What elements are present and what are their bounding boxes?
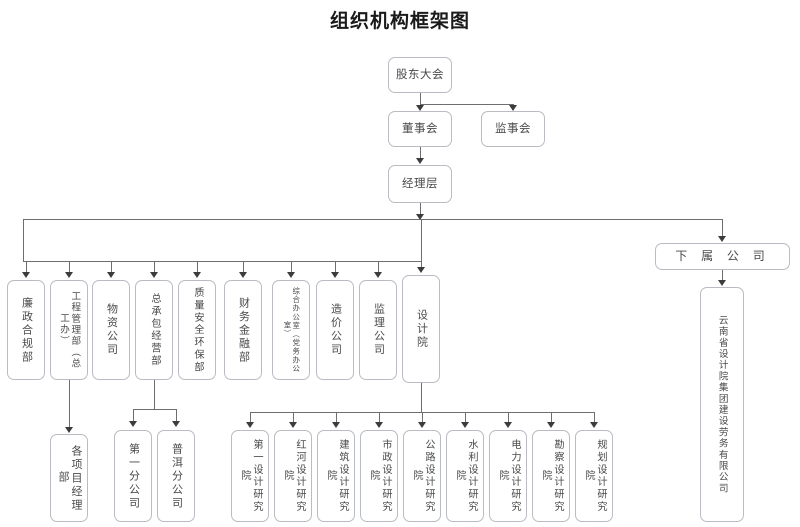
box-contracting-child-0[interactable]: 第一分公司	[114, 430, 152, 522]
connector-management-trunk	[420, 203, 421, 219]
stub-department-9	[421, 261, 422, 269]
stub-design-child-4	[422, 412, 423, 424]
arrow-department-9	[417, 267, 425, 273]
arrow-design-child-2	[332, 422, 340, 428]
box-design-child-5[interactable]: 水利设计研究院	[446, 430, 484, 522]
box-department-6[interactable]: 综合办公室（党务办公室）	[272, 280, 310, 380]
arrow-design-child-8	[590, 422, 598, 428]
arrow-design-child-4	[418, 422, 426, 428]
box-management-layer[interactable]: 经理层	[388, 165, 452, 203]
box-design-child-2[interactable]: 建筑设计研究院	[317, 430, 355, 522]
box-department-8[interactable]: 监理公司	[359, 280, 397, 380]
box-department-2[interactable]: 物资公司	[92, 280, 130, 380]
arrow-department-2	[107, 272, 115, 278]
connector-engineering-to-child	[69, 380, 70, 428]
stub-contracting-child-0	[133, 409, 134, 423]
stub-department-7	[335, 261, 336, 274]
arrow-to-supervisors	[509, 105, 517, 111]
arrow-design-child-7	[547, 422, 555, 428]
arrow-department-1	[65, 272, 73, 278]
arrow-to-board	[416, 105, 424, 111]
stub-design-child-3	[379, 412, 380, 424]
arrow-department-7	[331, 272, 339, 278]
box-contracting-child-1[interactable]: 普洱分公司	[157, 430, 195, 522]
box-subsidiary-company-0[interactable]: 云南省设计院集团建设劳务有限公司	[700, 287, 744, 522]
arrow-department-5	[239, 272, 247, 278]
arrow-design-child-3	[375, 422, 383, 428]
connector-contracting-trunk	[154, 380, 155, 409]
stub-design-child-2	[336, 412, 337, 424]
stub-department-1	[69, 261, 70, 274]
box-engineering-child-0[interactable]: 各项目经理部	[50, 434, 88, 522]
box-design-child-8[interactable]: 规划设计研究院	[575, 430, 613, 522]
arrow-management-trunk	[416, 214, 424, 220]
connector-shareholders-bus	[420, 104, 513, 105]
stub-design-child-8	[594, 412, 595, 424]
arrow-contracting-child-1	[172, 421, 180, 427]
connector-bus-to-department-bus	[23, 219, 24, 261]
box-board-of-supervisors[interactable]: 监事会	[481, 111, 545, 147]
box-design-child-6[interactable]: 电力设计研究院	[489, 430, 527, 522]
main-bus-upper	[23, 219, 723, 220]
connector-department-bus-riser	[421, 219, 422, 261]
connector-shareholders-down	[420, 93, 421, 105]
page-title: 组织机构框架图	[329, 10, 470, 32]
connector-design-trunk	[421, 383, 422, 412]
arrow-contracting-child-0	[129, 421, 137, 427]
arrow-to-subsidiary-header	[718, 236, 726, 242]
stub-department-4	[197, 261, 198, 274]
stub-design-child-7	[551, 412, 552, 424]
box-design-child-7[interactable]: 勘察设计研究院	[532, 430, 570, 522]
stub-department-0	[26, 261, 27, 274]
arrow-department-6	[287, 272, 295, 278]
stub-design-child-0	[250, 412, 251, 424]
department-bus	[23, 261, 421, 262]
box-subsidiary-header[interactable]: 下 属 公 司	[655, 243, 790, 270]
box-design-child-3[interactable]: 市政设计研究院	[360, 430, 398, 522]
stub-department-2	[111, 261, 112, 274]
box-department-9[interactable]: 设计院	[402, 275, 440, 383]
arrow-department-0	[22, 272, 30, 278]
stub-contracting-child-1	[176, 409, 177, 423]
box-board-of-directors[interactable]: 董事会	[388, 111, 452, 147]
connector-subsidiary-drop	[722, 219, 723, 237]
arrow-design-child-1	[289, 422, 297, 428]
stub-design-child-6	[508, 412, 509, 424]
connector-contracting-bus	[133, 409, 176, 410]
box-design-child-1[interactable]: 红河设计研究院	[274, 430, 312, 522]
arrow-engineering-child	[65, 427, 73, 433]
connector-board-to-management	[420, 147, 421, 159]
box-department-3[interactable]: 总承包经营部	[135, 280, 173, 380]
stub-department-8	[378, 261, 379, 274]
box-department-5[interactable]: 财务金融部	[224, 280, 262, 380]
arrow-design-child-0	[246, 422, 254, 428]
arrow-design-child-6	[504, 422, 512, 428]
stub-department-3	[154, 261, 155, 274]
connector-subsidiary-to-company	[722, 270, 723, 281]
arrow-department-3	[150, 272, 158, 278]
box-design-child-4[interactable]: 公路设计研究院	[403, 430, 441, 522]
stub-department-5	[243, 261, 244, 274]
arrow-department-8	[374, 272, 382, 278]
box-department-7[interactable]: 造价公司	[316, 280, 354, 380]
stub-department-6	[291, 261, 292, 274]
stub-design-child-5	[465, 412, 466, 424]
box-department-0[interactable]: 廉政合规部	[7, 280, 45, 380]
box-department-1[interactable]: 工程管理部（总工办）	[50, 280, 88, 380]
box-shareholders-meeting[interactable]: 股东大会	[388, 57, 452, 93]
arrow-to-management	[416, 158, 424, 164]
box-department-4[interactable]: 质量安全环保部	[178, 280, 216, 380]
arrow-department-4	[193, 272, 201, 278]
box-design-child-0[interactable]: 第一设计研究院	[231, 430, 269, 522]
arrow-subsidiary-company	[718, 280, 726, 286]
arrow-design-child-5	[461, 422, 469, 428]
stub-design-child-1	[293, 412, 294, 424]
